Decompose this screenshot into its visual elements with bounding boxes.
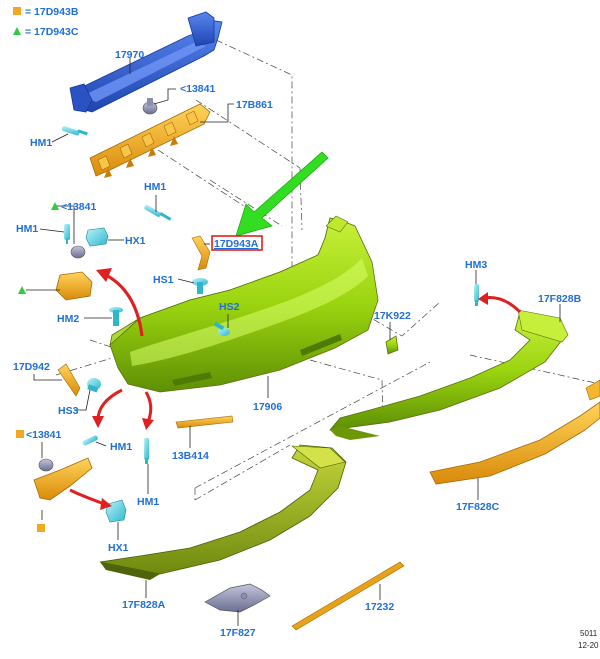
bolt-icon — [192, 278, 208, 294]
screw-icon — [144, 438, 149, 464]
arrow-head-icon — [142, 418, 154, 430]
label-hx1-top: HX1 — [125, 235, 146, 247]
arrow-head-icon — [478, 292, 488, 305]
screw-icon — [61, 126, 88, 136]
reference-code: 5011 12-20 — [578, 629, 599, 650]
left-bracket-17D943C — [55, 245, 93, 301]
label-17D943A: 17D943A — [214, 238, 259, 250]
bolt-icon — [87, 378, 101, 393]
reference-line-2: 12-20 — [578, 641, 599, 650]
triangle-marker-icon — [51, 202, 59, 210]
trim-strip-17232 — [291, 561, 405, 631]
label-17906: 17906 — [253, 401, 282, 413]
label-17F828A: 17F828A — [122, 599, 166, 611]
reference-line-1: 5011 — [580, 629, 598, 638]
screw-icon — [64, 224, 70, 244]
part-labels: 17970 <13841 17B861 HM1 HM1 <13841 HM1 H… — [13, 49, 582, 639]
label-17B861: 17B861 — [236, 99, 273, 111]
label-hm1-top: HM1 — [30, 137, 52, 149]
skid-plate-17F828C — [429, 379, 600, 485]
label-17232: 17232 — [365, 601, 394, 613]
left-lower-bracket-17D943B — [33, 457, 93, 501]
label-17K922: 17K922 — [374, 310, 411, 322]
leader-lines — [26, 58, 561, 626]
energy-absorber-17B861 — [89, 103, 211, 178]
legend-square-icon — [13, 7, 21, 15]
legend: = 17D943B = 17D943C — [13, 6, 79, 38]
fasteners — [61, 126, 479, 523]
clip-17K922 — [385, 335, 399, 355]
label-hx1-bottom: HX1 — [108, 542, 129, 554]
label-hm1-left: HM1 — [16, 223, 38, 235]
arrow-head-icon — [92, 416, 104, 428]
triangle-marker-icon — [18, 286, 26, 294]
arrow-head-icon — [100, 498, 112, 510]
push-pin-13841-top — [142, 98, 158, 115]
label-13841-left: <13841 — [61, 201, 96, 213]
lower-valance-17F828A — [99, 444, 347, 580]
label-13B414: 13B414 — [172, 450, 209, 462]
label-hs2: HS2 — [219, 301, 240, 313]
label-hs3: HS3 — [58, 405, 79, 417]
label-hm1-bottom: HM1 — [137, 496, 159, 508]
legend-item-17D943C: = 17D943C — [25, 26, 79, 38]
label-17F828C: 17F828C — [456, 501, 500, 513]
screw-icon — [82, 435, 98, 446]
label-hm1-mid: HM1 — [144, 181, 166, 193]
label-13841-bottom: <13841 — [26, 429, 61, 441]
nut-icon — [105, 499, 127, 523]
square-marker-icon — [37, 524, 45, 532]
screw-icon — [474, 284, 479, 306]
label-17F828B: 17F828B — [538, 293, 582, 305]
arrow-head-icon — [96, 268, 112, 282]
legend-item-17D943B: = 17D943B — [25, 6, 79, 18]
legend-triangle-icon — [13, 27, 21, 35]
side-bracket-17D942 — [57, 363, 81, 397]
bumper-bracket-17F828B — [329, 309, 569, 440]
red-direction-arrows — [69, 268, 522, 510]
reinforcement-beam-17970 — [69, 11, 223, 113]
nut-icon — [85, 227, 109, 247]
label-hs1: HS1 — [153, 274, 174, 286]
reflector-13B414 — [175, 415, 234, 429]
bumper-cover-17906 — [109, 215, 379, 393]
label-hm1-lower: HM1 — [110, 441, 132, 453]
screw-icon — [144, 205, 172, 221]
label-17F827: 17F827 — [220, 627, 256, 639]
screw-icon — [109, 307, 123, 326]
bracket-17F827 — [204, 583, 271, 613]
label-hm2: HM2 — [57, 313, 79, 325]
label-hm3: HM3 — [465, 259, 487, 271]
bolt-icon — [213, 321, 230, 336]
label-13841-top: <13841 — [180, 83, 215, 95]
highlight-box-17D943A — [211, 235, 263, 251]
bracket-17D943A — [191, 235, 211, 271]
green-pointer-arrow-icon — [235, 151, 329, 237]
label-17D942: 17D942 — [13, 361, 50, 373]
label-17970: 17970 — [115, 49, 144, 61]
square-marker-icon — [16, 430, 24, 438]
